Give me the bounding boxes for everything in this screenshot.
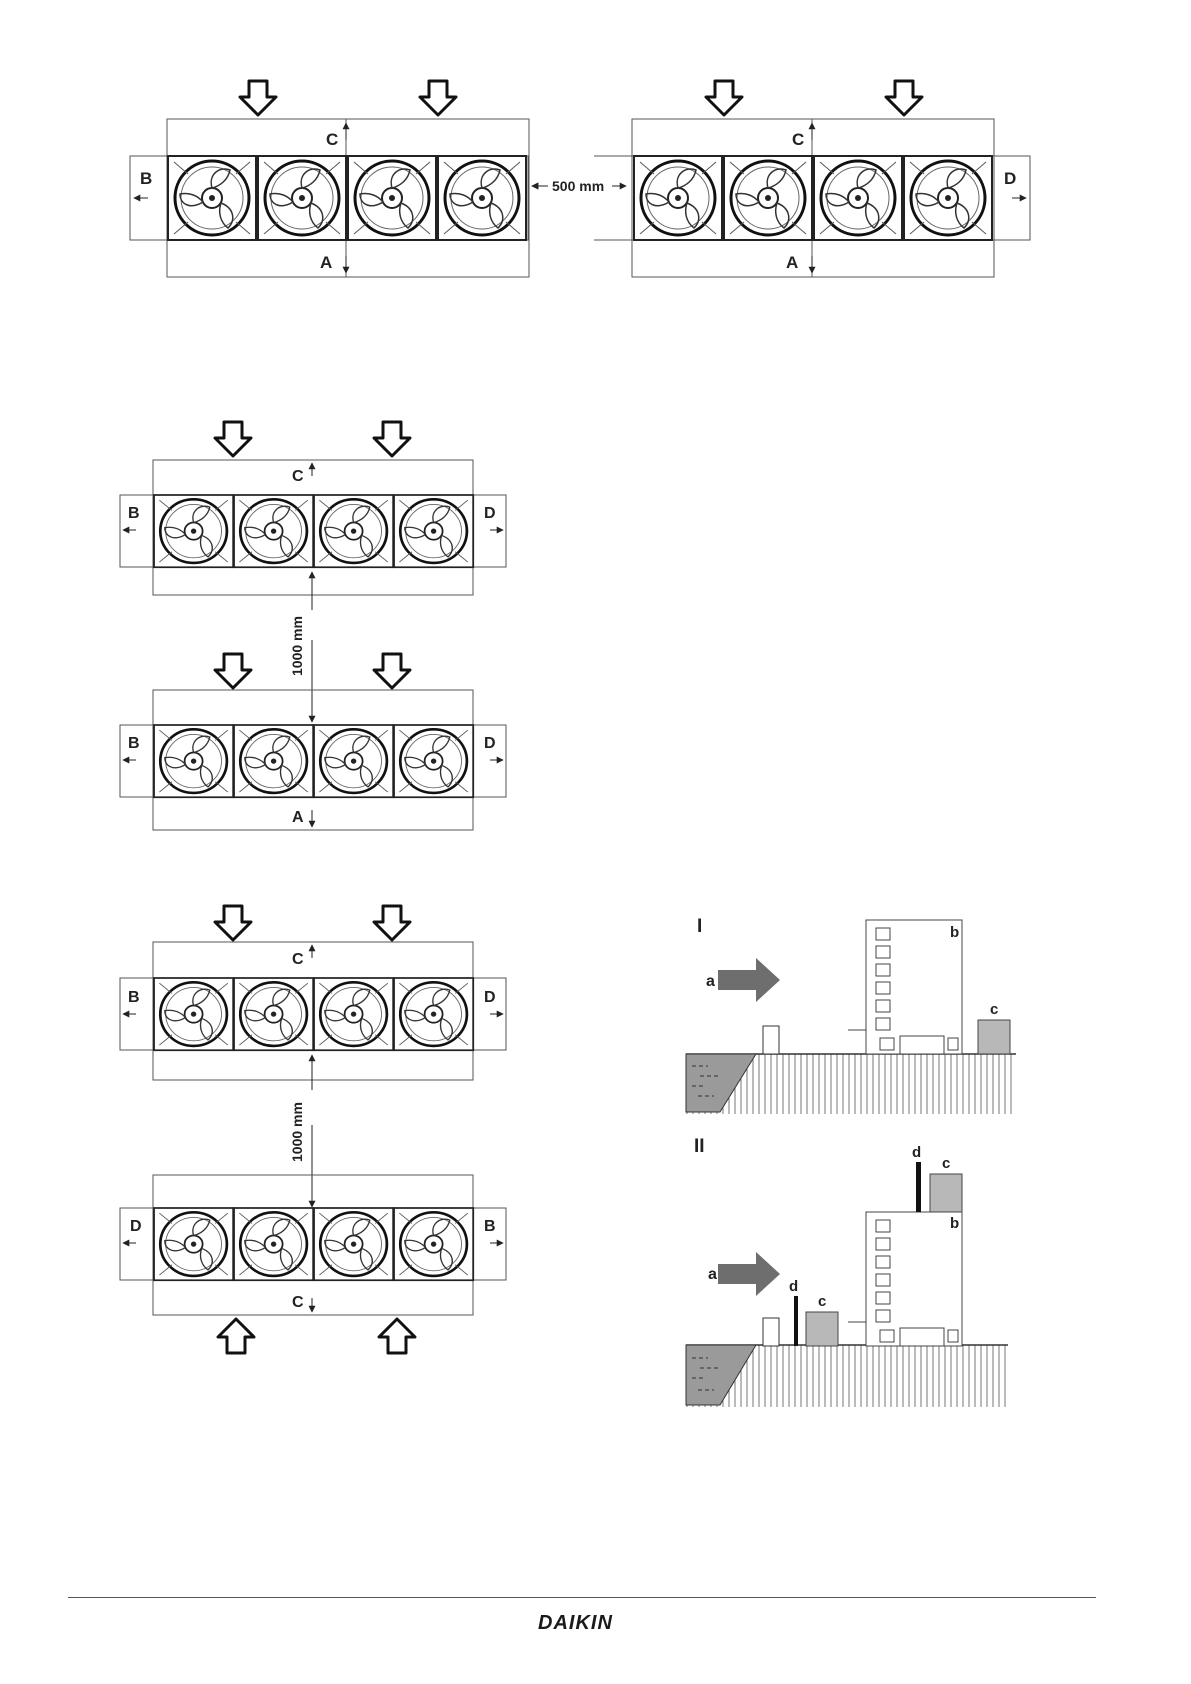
gap-500-label: 500 mm [552,178,604,194]
unit-label: c [990,1001,998,1018]
gap-dimension-500: 500 mm [532,156,632,240]
building-label: b [950,924,959,941]
clearance-label-c: C [292,468,304,485]
clearance-label-a: A [320,253,332,272]
daikin-logo: DAIKIN [538,1612,613,1635]
airflow-arrow-icon [374,422,410,456]
clearance-label-b: B [484,1218,496,1235]
barrier-label: d [912,1144,921,1161]
unit-bottom: C D B [120,1175,506,1353]
clearance-label-d: D [484,989,496,1006]
stacked-facing-layout: C B D 1000 mm C D B [120,906,506,1353]
clearance-label-d: D [130,1218,142,1235]
gap-1000-label: 1000 mm [289,616,305,676]
clearance-label-c: C [326,130,338,149]
building-icon [848,920,962,1054]
wind-arrow-icon [718,958,780,1002]
wind-label: a [706,973,715,990]
wind-barrier-icon [916,1162,921,1212]
building-label: b [950,1215,959,1232]
building-icon [848,1212,962,1346]
unit-bottom: A B D [120,654,506,830]
clearance-label-b: B [128,505,140,522]
unit-label: c [942,1155,950,1172]
outdoor-unit-icon [806,1312,838,1346]
unit-right: C A D [632,81,1030,277]
clearance-label-a: A [292,809,304,826]
site-figure-ii: II a d c b d c [686,1136,1008,1407]
unit-top: C B D [120,422,506,595]
clearance-label-d: D [484,505,496,522]
clearance-label-c: C [292,951,304,968]
outdoor-unit-icon [978,1020,1010,1054]
clearance-label-b: B [140,169,152,188]
airflow-arrow-icon [215,906,251,940]
stacked-same-direction-layout: C B D 1000 mm A B D [120,422,506,830]
site-figure-i: I a b c [686,916,1016,1114]
wind-arrow-icon [718,1252,780,1296]
airflow-arrow-icon [374,654,410,688]
airflow-arrow-icon [240,81,276,115]
airflow-arrow-icon [886,81,922,115]
airflow-arrow-icon [379,1319,415,1353]
figure-label-ii: II [694,1136,705,1157]
airflow-arrow-icon [420,81,456,115]
clearance-label-c: C [292,1294,304,1311]
unit-top: C B D [120,906,506,1080]
side-by-side-layout: C A B 500 mm C A [130,81,1030,277]
unit-label: c [818,1293,826,1310]
barrier-label: d [789,1278,798,1295]
clearance-label-d: D [1004,169,1016,188]
clearance-label-c: C [792,130,804,149]
clearance-label-b: B [128,735,140,752]
figure-label-i: I [697,916,702,937]
wind-label: a [708,1266,717,1283]
wind-barrier-icon [794,1296,798,1346]
clearance-label-a: A [786,253,798,272]
airflow-arrow-icon [215,422,251,456]
outdoor-unit-icon [930,1174,962,1212]
gap-dimension-1000: 1000 mm [289,1055,312,1207]
footer-divider [68,1597,1096,1598]
unit-left: C A B [130,81,529,277]
airflow-arrow-icon [215,654,251,688]
airflow-arrow-icon [706,81,742,115]
clearance-label-b: B [128,989,140,1006]
airflow-arrow-icon [374,906,410,940]
clearance-label-d: D [484,735,496,752]
airflow-arrow-icon [218,1319,254,1353]
gap-1000-label: 1000 mm [289,1102,305,1162]
